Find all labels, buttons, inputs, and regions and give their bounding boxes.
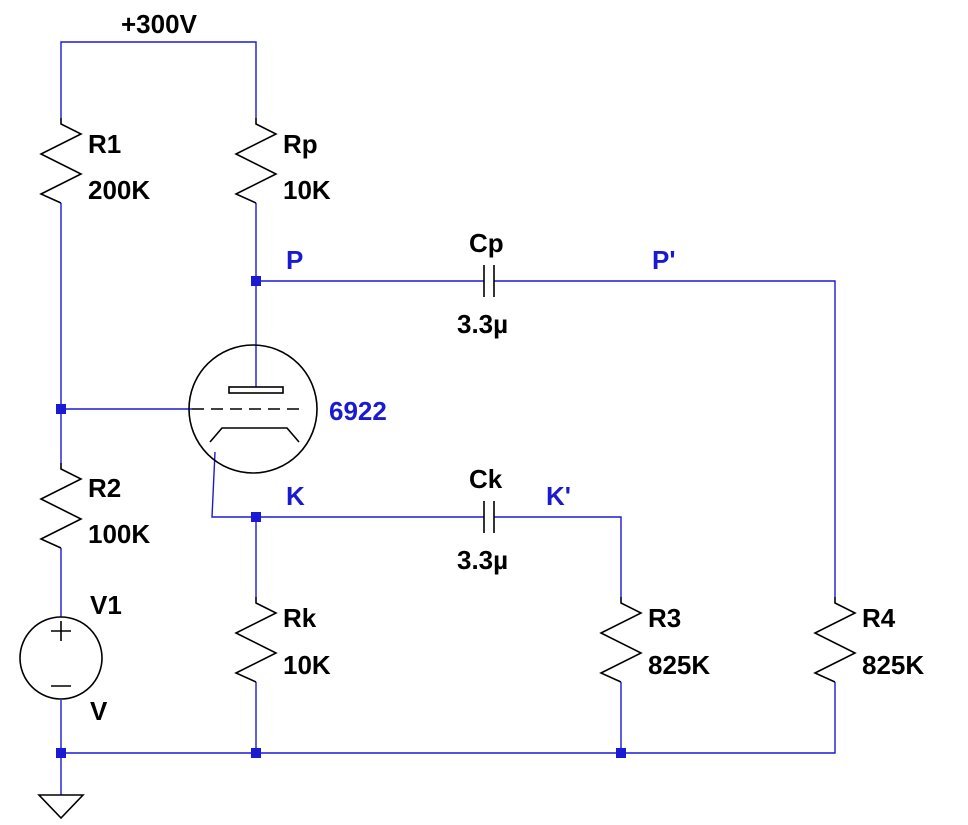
ck-name: Ck [469,464,503,494]
v1-body [19,616,103,700]
junction-k [251,512,261,522]
r2-name: R2 [88,473,121,503]
cp-value: 3.3µ [457,309,508,339]
wire-ck-to-r3 [494,516,622,597]
rk-name: Rk [283,603,317,633]
junction-grid [56,404,66,414]
r1-name: R1 [88,129,121,159]
net-label-k: K [286,481,305,511]
tube-plate [228,386,284,394]
v1-name: V1 [90,590,122,620]
capacitor-cp[interactable] [483,265,495,297]
resistor-r4[interactable] [813,597,857,683]
junction-dots [56,276,626,758]
junction-p [251,276,261,286]
wire-ground-bus [61,682,836,754]
wire-cathode [211,451,484,518]
r1-value: 200K [88,175,150,205]
capacitor-ck[interactable] [483,501,495,533]
tube-cathode [209,427,300,443]
resistor-rp[interactable] [234,118,278,204]
resistor-rk[interactable] [234,597,278,683]
junction-ground-left [56,748,66,758]
ck-value: 3.3µ [457,545,508,575]
junction-ground-r3 [616,748,626,758]
junction-ground-rk [251,748,261,758]
rp-name: Rp [283,129,318,159]
r3-name: R3 [648,603,681,633]
wires [60,41,836,795]
r2-value: 100K [88,519,150,549]
triode-tube[interactable] [188,344,318,474]
net-label-p-prime: P' [652,245,676,275]
rk-value: 10K [283,650,331,680]
net-label-k-prime: K' [546,481,571,511]
wire-supply-rail [60,41,257,118]
wire-cp-to-r4 [494,280,836,597]
v1-value: V [90,696,108,726]
resistor-r2[interactable] [39,463,83,549]
ground-icon [37,794,85,820]
resistor-r3[interactable] [599,597,643,683]
tube-envelope [188,344,318,474]
r4-name: R4 [862,603,896,633]
supply-label: +300V [121,9,198,39]
tube-part-label: 6922 [329,396,387,426]
rp-value: 10K [283,175,331,205]
r3-value: 825K [648,650,710,680]
r4-value: 825K [862,650,924,680]
net-label-p: P [286,245,303,275]
resistor-r1[interactable] [39,118,83,204]
cp-name: Cp [469,228,504,258]
voltage-source-v1[interactable] [19,616,103,700]
